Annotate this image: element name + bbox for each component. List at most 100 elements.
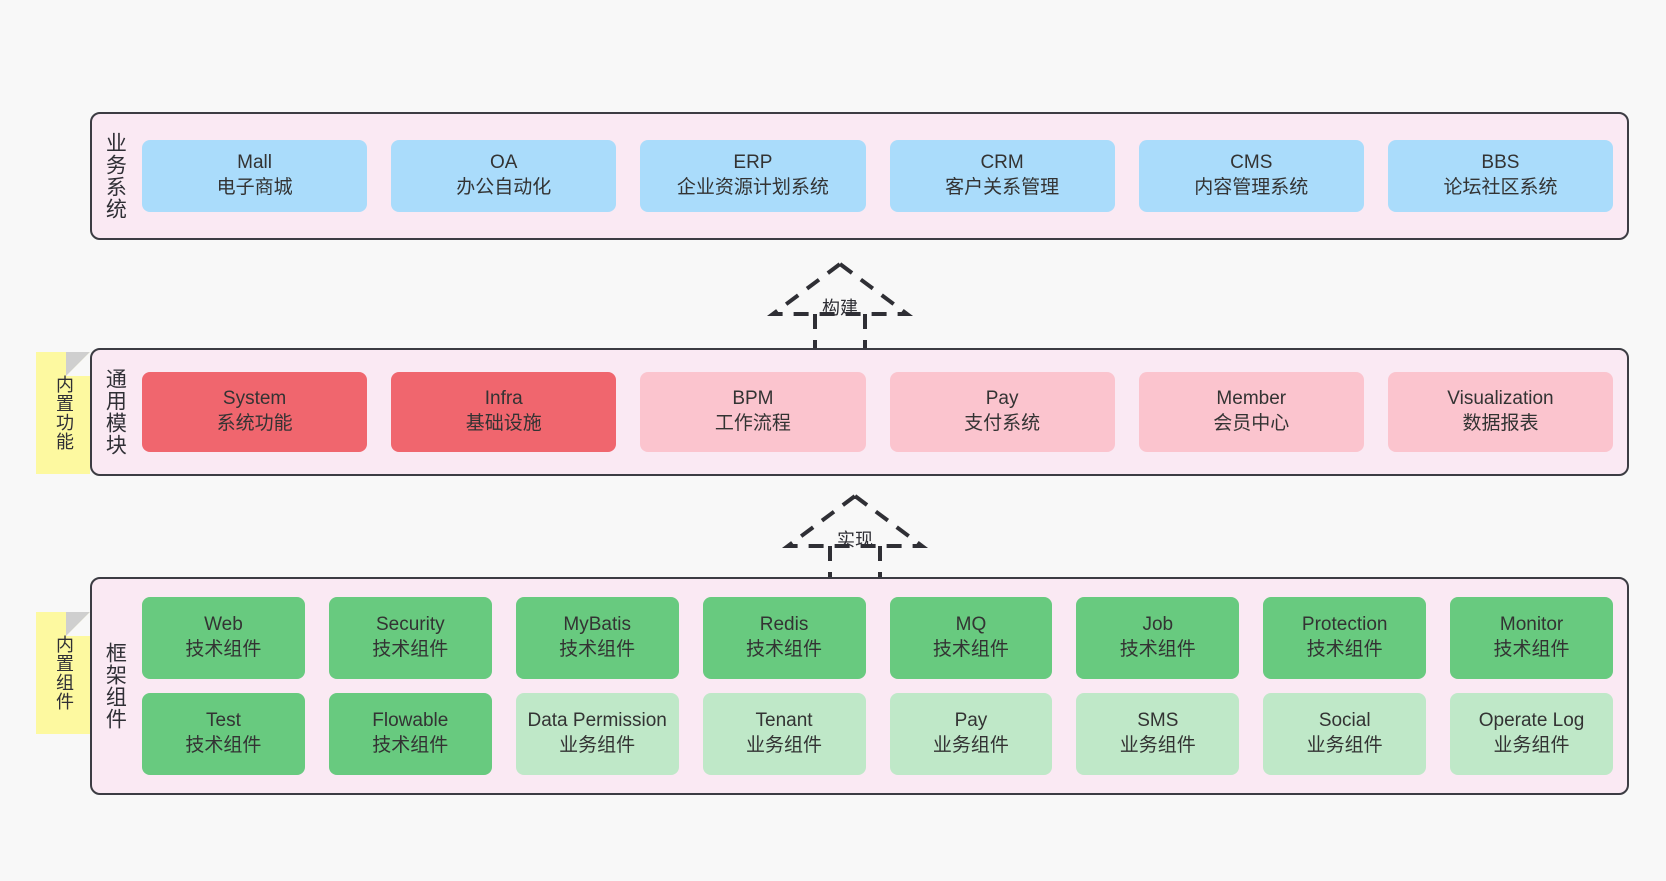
node-flowable[interactable]: Flowable 技术组件 [328, 693, 492, 775]
layer-body-business: Mall 电子商城 OA 办公自动化 ERP 企业资源计划系统 CRM 客户关系… [136, 114, 1627, 238]
node-operate-log[interactable]: Operate Log 业务组件 [1450, 693, 1613, 775]
node-security[interactable]: Security 技术组件 [328, 597, 492, 679]
node-pay[interactable]: Pay 支付系统 [889, 372, 1115, 452]
node-subtitle: 业务组件 [746, 735, 823, 756]
node-name: System [222, 388, 287, 410]
node-subtitle: 技术组件 [559, 639, 636, 660]
node-name: Operate Log [1478, 710, 1585, 732]
layer-title-framework: 框架组件 [103, 642, 127, 730]
layer-title-business: 业务系统 [103, 132, 127, 220]
node-erp[interactable]: ERP 企业资源计划系统 [640, 140, 866, 212]
node-social[interactable]: Social 业务组件 [1263, 693, 1427, 775]
node-subtitle: 技术组件 [1119, 639, 1196, 660]
node-name: CMS [1230, 152, 1273, 174]
node-name: Infra [484, 388, 523, 410]
node-name: ERP [733, 152, 773, 174]
node-name: Data Permission [527, 710, 667, 732]
node-subtitle: 技术组件 [746, 639, 823, 660]
node-cms[interactable]: CMS 内容管理系统 [1138, 140, 1364, 212]
node-name: BPM [732, 388, 774, 410]
node-name: SMS [1137, 710, 1179, 732]
node-mall[interactable]: Mall 电子商城 [142, 140, 368, 212]
node-oa[interactable]: OA 办公自动化 [391, 140, 617, 212]
node-name: Flowable [372, 710, 449, 732]
node-subtitle: 技术组件 [372, 639, 449, 660]
node-subtitle: 电子商城 [216, 177, 293, 198]
node-subtitle: 论坛社区系统 [1443, 177, 1558, 198]
node-subtitle: 业务组件 [559, 735, 636, 756]
note-built-in-function: 内置功能 [36, 352, 90, 474]
node-name: Protection [1301, 614, 1388, 636]
note-built-in-component: 内置组件 [36, 612, 90, 734]
node-name: Job [1142, 614, 1174, 636]
layer-title-common: 通用模块 [103, 368, 127, 456]
node-name: Web [204, 614, 243, 636]
node-name: Test [206, 710, 241, 732]
node-system[interactable]: System 系统功能 [142, 372, 368, 452]
node-bbs[interactable]: BBS 论坛社区系统 [1387, 140, 1614, 212]
node-subtitle: 系统功能 [216, 413, 293, 434]
node-web[interactable]: Web 技术组件 [142, 597, 305, 679]
node-member[interactable]: Member 会员中心 [1138, 372, 1364, 452]
node-subtitle: 工作流程 [714, 413, 791, 434]
node-name: Pay [954, 710, 988, 732]
node-name: Social [1318, 710, 1371, 732]
node-tenant[interactable]: Tenant 业务组件 [702, 693, 866, 775]
node-subtitle: 业务组件 [1493, 735, 1570, 756]
layer-body-framework: Web 技术组件 Security 技术组件 MyBatis 技术组件 Redi… [136, 579, 1627, 793]
node-name: OA [490, 152, 518, 174]
node-name: BBS [1481, 152, 1520, 174]
node-name: Pay [985, 388, 1019, 410]
node-name: Member [1216, 388, 1287, 410]
node-subtitle: 业务组件 [1119, 735, 1196, 756]
node-subtitle: 技术组件 [1493, 639, 1570, 660]
node-infra[interactable]: Infra 基础设施 [391, 372, 617, 452]
node-bpm[interactable]: BPM 工作流程 [640, 372, 866, 452]
node-subtitle: 业务组件 [1306, 735, 1383, 756]
node-sms[interactable]: SMS 业务组件 [1076, 693, 1240, 775]
node-name: Security [375, 614, 445, 636]
node-row: System 系统功能 Infra 基础设施 BPM 工作流程 Pay 支付系统… [142, 372, 1614, 452]
node-subtitle: 数据报表 [1462, 413, 1539, 434]
node-row: Mall 电子商城 OA 办公自动化 ERP 企业资源计划系统 CRM 客户关系… [142, 140, 1614, 212]
node-subtitle: 支付系统 [964, 413, 1041, 434]
layer-framework-component: 框架组件 Web 技术组件 Security 技术组件 MyBatis 技术组件… [90, 577, 1629, 795]
node-name: Redis [759, 614, 809, 636]
layer-business-system: 业务系统 Mall 电子商城 OA 办公自动化 ERP 企业资源计划系统 CRM… [90, 112, 1629, 240]
node-subtitle: 客户关系管理 [945, 177, 1060, 198]
connector-build: 构建 [755, 258, 925, 358]
note-text: 内置组件 [53, 635, 74, 711]
node-row: Test 技术组件 Flowable 技术组件 Data Permission … [142, 693, 1613, 775]
node-subtitle: 技术组件 [932, 639, 1009, 660]
node-crm[interactable]: CRM 客户关系管理 [889, 140, 1115, 212]
connector-label-build: 构建 [822, 298, 858, 318]
node-name: Visualization [1447, 388, 1554, 410]
connector-realize: 实现 [770, 490, 940, 590]
node-protection[interactable]: Protection 技术组件 [1263, 597, 1427, 679]
node-name: MQ [955, 614, 987, 636]
node-subtitle: 技术组件 [1306, 639, 1383, 660]
node-name: MyBatis [563, 614, 631, 636]
connector-label-realize: 实现 [837, 530, 873, 550]
node-monitor[interactable]: Monitor 技术组件 [1450, 597, 1613, 679]
node-name: Tenant [755, 710, 813, 732]
note-text: 内置功能 [53, 375, 74, 451]
node-pay-business[interactable]: Pay 业务组件 [889, 693, 1053, 775]
layer-common-module: 通用模块 System 系统功能 Infra 基础设施 BPM 工作流程 Pay… [90, 348, 1629, 476]
node-subtitle: 会员中心 [1213, 413, 1290, 434]
node-subtitle: 技术组件 [372, 735, 449, 756]
node-data-permission[interactable]: Data Permission 业务组件 [515, 693, 679, 775]
node-subtitle: 办公自动化 [456, 177, 552, 198]
layer-body-common: System 系统功能 Infra 基础设施 BPM 工作流程 Pay 支付系统… [136, 350, 1627, 474]
node-subtitle: 内容管理系统 [1194, 177, 1309, 198]
node-subtitle: 技术组件 [185, 735, 262, 756]
node-visualization[interactable]: Visualization 数据报表 [1387, 372, 1614, 452]
node-mq[interactable]: MQ 技术组件 [889, 597, 1053, 679]
node-redis[interactable]: Redis 技术组件 [702, 597, 866, 679]
node-mybatis[interactable]: MyBatis 技术组件 [515, 597, 679, 679]
node-test[interactable]: Test 技术组件 [142, 693, 305, 775]
node-subtitle: 基础设施 [465, 413, 542, 434]
node-subtitle: 企业资源计划系统 [676, 177, 829, 198]
node-name: CRM [980, 152, 1024, 174]
node-job[interactable]: Job 技术组件 [1076, 597, 1240, 679]
